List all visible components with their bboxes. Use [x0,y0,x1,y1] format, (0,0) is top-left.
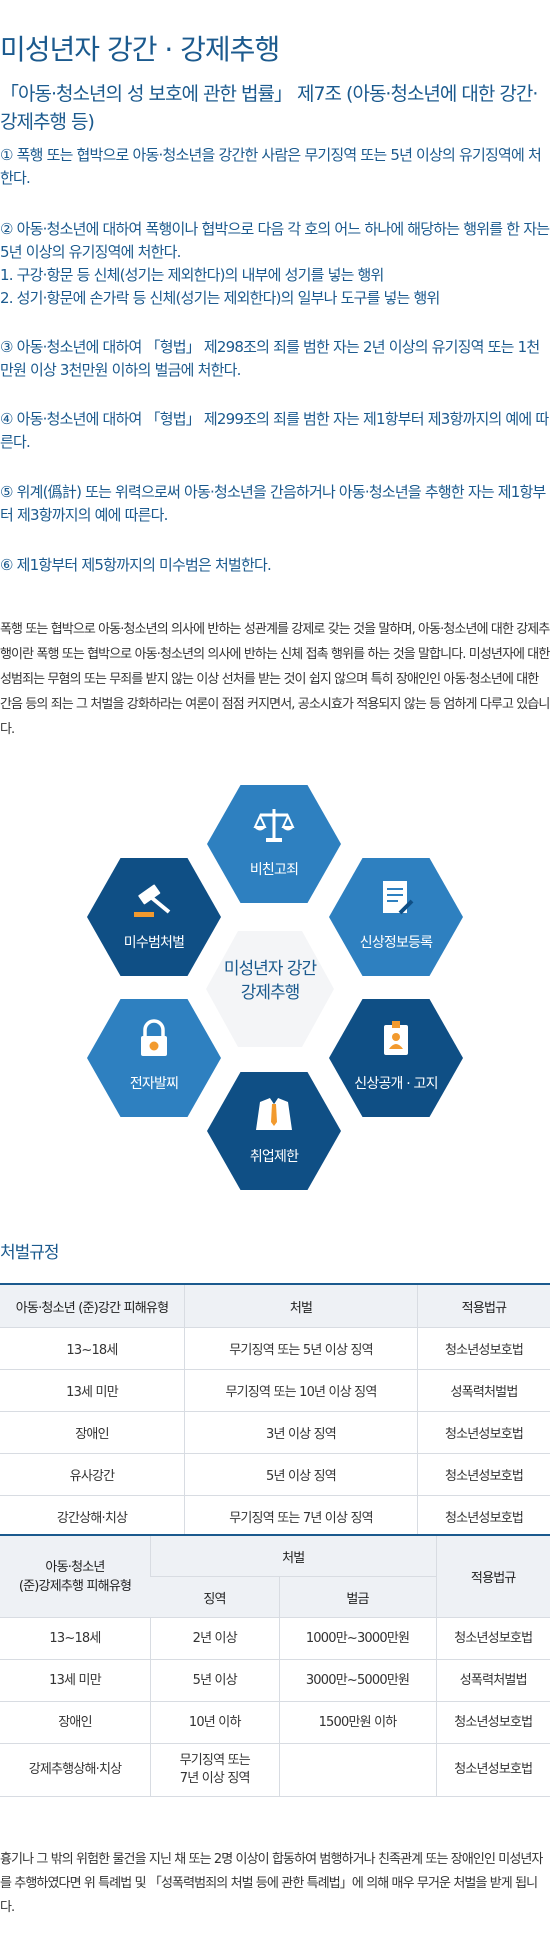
header-line: (준)강제추행 피해유형 [18,1578,132,1594]
law-title: 「아동·청소년의 성 보호에 관한 법률」 제7조 (아동·청소년에 대한 강간… [0,83,538,133]
table-cell: 13~18세 [0,1327,185,1370]
table-cell: 10년 이하 [150,1701,279,1744]
hex-label: 신상공개 · 고지 [354,1076,438,1092]
clause-1: ① 폭행 또는 협박으로 아동·청소년을 강간한 사람은 무기징역 또는 5년 … [0,144,550,190]
table-cell: 3년 이상 징역 [184,1411,418,1454]
page-title: 미성년자 강간 · 강제추행 [0,33,280,66]
clause-subitem: 1. 구강·항문 등 신체(성기는 제외한다)의 내부에 성기를 넣는 행위 [0,266,384,284]
table-row: 장애인 10년 이하 1500만원 이하 청소년성보호법 [0,1701,550,1744]
table-row: 13~18세 2년 이상 1000만~3000만원 청소년성보호법 [0,1617,550,1660]
footnote-paragraph: 흉기나 그 밖의 위험한 물건을 지닌 채 또는 2명 이상이 합동하여 범행하… [0,1852,543,1915]
suit-tie-icon [256,1096,292,1130]
table-cell: 청소년성보호법 [435,1617,550,1660]
table-row: 강간상해·치상 무기징역 또는 7년 이상 징역 청소년성보호법 [0,1495,550,1538]
clause-6: ⑥ 제1항부터 제5항까지의 미수범은 처벌한다. [0,554,550,577]
diagram-center-label: 미성년자 강간 강제추행 [206,957,334,1005]
cell-line: 7년 이상 징역 [179,1771,251,1786]
padlock-icon [141,1019,167,1056]
table-cell: 청소년성보호법 [417,1495,550,1538]
table-row: 강제추행상해·치상 무기징역 또는 7년 이상 징역 청소년성보호법 [0,1743,550,1797]
rape-punishment-table: 아동·청소년 (준)강간 피해유형 처벌 적용법규 13~18세 무기징역 또는… [0,1283,550,1538]
hex-electronic-anklet: 전자발찌 [87,999,221,1117]
table-cell: 청소년성보호법 [417,1453,550,1496]
clause-text: ④ 아동·청소년에 대하여 「형법」 제299조의 죄를 범한 자는 제1항부터… [0,410,549,451]
hex-non-complaint-crime: 비친고죄 [207,785,341,903]
section-title-punishment: 처벌규정 [0,1243,60,1263]
cell-line: 무기징역 또는 [179,1753,251,1768]
hex-label: 미수범처벌 [123,935,185,951]
table-header-law: 적용법규 [435,1535,550,1618]
hex-public-disclosure: 신상공개 · 고지 [329,999,463,1117]
table-cell: 성폭력처벌법 [417,1369,550,1412]
table-cell: 청소년성보호법 [417,1411,550,1454]
table-cell: 무기징역 또는 10년 이상 징역 [184,1369,418,1412]
table-cell: 청소년성보호법 [435,1743,550,1797]
table-cell: 13~18세 [0,1617,151,1660]
clause-5: ⑤ 위계(僞計) 또는 위력으로써 아동·청소년을 간음하거나 아동·청소년을 … [0,481,550,527]
table-cell: 청소년성보호법 [435,1701,550,1744]
clause-text: ② 아동·청소년에 대하여 폭행이나 협박으로 다음 각 호의 어느 하나에 해… [0,220,550,261]
table-cell: 청소년성보호법 [417,1327,550,1370]
table-row: 13~18세 무기징역 또는 5년 이상 징역 청소년성보호법 [0,1327,550,1370]
clause-subitem: 2. 성기·항문에 손가락 등 신체(성기는 제외한다)의 일부나 도구를 넣는… [0,289,440,307]
clause-text: ① 폭행 또는 협박으로 아동·청소년을 강간한 사람은 무기징역 또는 5년 … [0,146,542,187]
table-cell: 1000만~3000만원 [278,1617,436,1660]
table-row: 유사강간 5년 이상 징역 청소년성보호법 [0,1453,550,1496]
table-cell: 2년 이상 [150,1617,279,1660]
table-cell: 무기징역 또는 7년 이상 징역 [184,1495,418,1538]
table-header-law: 적용법규 [417,1284,550,1328]
table-header-type: 아동·청소년 (준)강간 피해유형 [0,1284,185,1328]
description-paragraph: 폭행 또는 협박으로 아동·청소년의 의사에 반하는 성관계를 강제로 갖는 것… [0,622,550,737]
table-cell: 13세 미만 [0,1659,151,1702]
table-cell: 장애인 [0,1411,185,1454]
table-cell: 유사강간 [0,1453,185,1496]
table-header-prison: 징역 [150,1576,279,1618]
table-cell: 강제추행상해·치상 [0,1743,151,1797]
table-cell [278,1743,436,1797]
clause-3: ③ 아동·청소년에 대하여 「형법」 제298조의 죄를 범한 자는 2년 이상… [0,336,550,382]
table-cell: 13세 미만 [0,1369,185,1412]
table-row: 장애인 3년 이상 징역 청소년성보호법 [0,1411,550,1454]
table-cell: 장애인 [0,1701,151,1744]
table-cell: 성폭력처벌법 [435,1659,550,1702]
clause-text: ⑥ 제1항부터 제5항까지의 미수범은 처벌한다. [0,556,272,574]
table-row: 13세 미만 무기징역 또는 10년 이상 징역 성폭력처벌법 [0,1369,550,1412]
table-header-fine: 벌금 [278,1576,436,1618]
table-cell: 강간상해·치상 [0,1495,185,1538]
table-cell: 무기징역 또는 5년 이상 징역 [184,1327,418,1370]
table-header-punishment: 처벌 [184,1284,418,1328]
gavel-icon [134,884,171,917]
center-label-line: 미성년자 강간 [223,959,317,979]
document-pen-icon [383,881,414,915]
hex-label: 전자발찌 [129,1076,179,1092]
clause-4: ④ 아동·청소년에 대하여 「형법」 제299조의 죄를 범한 자는 제1항부터… [0,408,550,454]
table-cell: 5년 이상 [150,1659,279,1702]
hex-employment-restriction: 취업제한 [207,1072,341,1190]
table-header-punishment: 처벌 [150,1535,436,1577]
scales-icon [253,809,295,842]
hex-label: 취업제한 [249,1149,299,1165]
indecent-assault-punishment-table: 아동·청소년 (준)강제추행 피해유형 처벌 적용법규 징역 벌금 13~18세… [0,1534,550,1797]
table-cell: 무기징역 또는 7년 이상 징역 [150,1743,279,1797]
table-row: 13세 미만 5년 이상 3000만~5000만원 성폭력처벌법 [0,1659,550,1702]
table-cell: 1500만원 이하 [278,1701,436,1744]
clause-text: ⑤ 위계(僞計) 또는 위력으로써 아동·청소년을 간음하거나 아동·청소년을 … [0,483,546,524]
hex-label: 신상정보등록 [359,935,433,951]
hex-registration: 신상정보등록 [329,858,463,976]
clause-text: ③ 아동·청소년에 대하여 「형법」 제298조의 죄를 범한 자는 2년 이상… [0,338,540,379]
hex-label: 비친고죄 [249,862,299,878]
feature-diagram: 미성년자 강간 강제추행 비친고죄 신상정보등록 [0,785,550,1195]
center-label-line: 강제추행 [240,983,301,1003]
id-badge-icon [384,1021,408,1055]
header-line: 아동·청소년 [45,1559,105,1575]
table-header-type: 아동·청소년 (준)강제추행 피해유형 [0,1535,151,1618]
table-cell: 3000만~5000만원 [278,1659,436,1702]
table-cell: 5년 이상 징역 [184,1453,418,1496]
clause-2: ② 아동·청소년에 대하여 폭행이나 협박으로 다음 각 호의 어느 하나에 해… [0,218,550,310]
hex-attempt-punishment: 미수범처벌 [87,858,221,976]
